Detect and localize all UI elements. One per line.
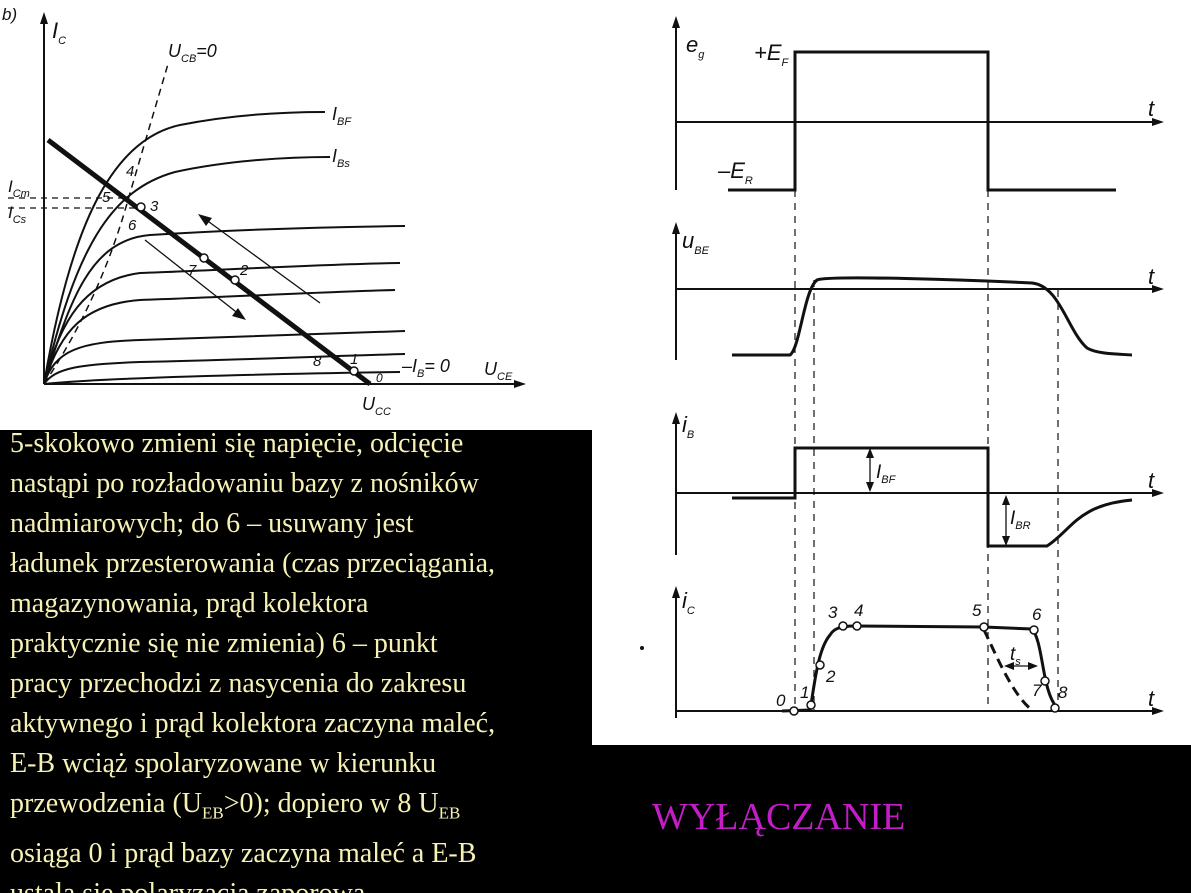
ic-point-5: 5 bbox=[972, 601, 982, 620]
eg-label: eg bbox=[686, 32, 705, 61]
curve-ibs bbox=[43, 156, 331, 385]
description-line: nadmiarowych; do 6 – usuwany jest bbox=[10, 508, 414, 539]
ic-point-2: 2 bbox=[825, 667, 836, 686]
ucc-label: UCC bbox=[362, 394, 391, 418]
ucb-zero-line bbox=[43, 63, 169, 385]
description-line-subscripts: przewodzenia (UEB>0); dopiero w 8 UEB bbox=[10, 788, 461, 823]
curve-3 bbox=[43, 225, 406, 385]
eg-waveform bbox=[728, 50, 1116, 192]
label-8: 8 bbox=[313, 353, 322, 370]
arrow-down bbox=[144, 239, 241, 316]
label-1: 1 bbox=[350, 351, 358, 368]
ib-zero-label: –IB= 0 bbox=[401, 356, 450, 380]
ic-point-0: 0 bbox=[776, 691, 786, 710]
t-label-eg: t bbox=[1148, 96, 1155, 121]
ic-point-8: 8 bbox=[1058, 683, 1068, 702]
description-line: E-B wciąż spolaryzowane w kierunku bbox=[10, 748, 437, 779]
curve-5 bbox=[43, 289, 396, 385]
ibf-label: IBF bbox=[332, 104, 352, 128]
ic-waveform bbox=[781, 624, 1060, 713]
point-3 bbox=[136, 202, 146, 212]
description-line: nastąpi po rozładowaniu bazy z nośników bbox=[10, 468, 479, 499]
description-line: magazynowania, prąd kolektora bbox=[10, 588, 369, 619]
slide-title: WYŁĄCZANIE bbox=[652, 796, 906, 838]
point-1 bbox=[349, 366, 359, 376]
ic-point-6: 6 bbox=[1032, 605, 1042, 624]
label-6: 6 bbox=[128, 217, 137, 234]
ic-point-4: 4 bbox=[854, 601, 863, 620]
ib-waveform bbox=[732, 446, 1133, 548]
panel-label: b) bbox=[2, 5, 17, 24]
label-zero: 0 bbox=[376, 371, 383, 385]
description-line: pracy przechodzi z nasycenia do zakresu bbox=[10, 668, 467, 699]
ube-label: uBE bbox=[682, 228, 710, 257]
ic-point-1: 1 bbox=[800, 683, 809, 702]
load-line bbox=[46, 138, 372, 386]
ib-label: iB bbox=[682, 412, 694, 441]
description-text: 5-skokowo zmieni się napięcie, odcięcie … bbox=[10, 424, 592, 893]
description-line: ładunek przesterowania (czas przeciągani… bbox=[10, 548, 496, 579]
ic-point-3: 3 bbox=[828, 603, 838, 622]
description-line: ustala się polaryzacja zaporowa bbox=[10, 874, 592, 893]
time-waveforms-svg: eg +EF –ER uBE iB IBF IBR iC ts t t t t … bbox=[640, 16, 1164, 718]
description-line: aktywnego i prąd kolektora zaczyna maleć… bbox=[10, 708, 496, 739]
t-label-ic: t bbox=[1148, 686, 1155, 711]
ics-label: ICs bbox=[8, 203, 27, 226]
label-2: 2 bbox=[239, 262, 249, 279]
ibf-amp-label: IBF bbox=[876, 462, 897, 486]
output-characteristics-diagram: b) IC UCB=0 IBF IBs ICm ICs 4 5 3 6 7 2 … bbox=[0, 0, 592, 430]
curve-ibf bbox=[43, 111, 326, 385]
description-line: osiąga 0 i prąd bazy zaczyna maleć a E-B bbox=[10, 837, 477, 869]
ibs-label: IBs bbox=[332, 146, 350, 170]
ucb-label: UCB=0 bbox=[168, 41, 217, 65]
point-7 bbox=[199, 253, 209, 263]
icm-label: ICm bbox=[8, 177, 30, 200]
description-line: praktycznie się nie zmienia) 6 – punkt bbox=[10, 628, 438, 659]
curve-ib-zero bbox=[43, 371, 401, 385]
er-label: –ER bbox=[717, 158, 753, 187]
ts-label: ts bbox=[1010, 644, 1021, 668]
arrow-up bbox=[204, 218, 321, 304]
curve-7 bbox=[43, 353, 406, 385]
t-label-ube: t bbox=[1148, 264, 1155, 289]
uce-label: UCE bbox=[484, 359, 513, 383]
curve-4 bbox=[43, 262, 401, 385]
output-characteristics-svg: b) IC UCB=0 IBF IBs ICm ICs 4 5 3 6 7 2 … bbox=[2, 5, 526, 418]
ic-ideal-dashed bbox=[982, 629, 1033, 712]
label-5: 5 bbox=[102, 189, 111, 206]
label-7: 7 bbox=[188, 262, 197, 279]
curve-6 bbox=[43, 330, 406, 385]
description-line: 5-skokowo zmieni się napięcie, odcięcie bbox=[10, 428, 464, 459]
label-4: 4 bbox=[126, 163, 134, 180]
ic-axis-label: IC bbox=[52, 18, 66, 47]
ic-label: iC bbox=[682, 588, 695, 617]
ef-label: +EF bbox=[754, 40, 790, 69]
time-waveforms-diagram: eg +EF –ER uBE iB IBF IBR iC ts t t t t … bbox=[592, 0, 1191, 745]
point-2 bbox=[230, 275, 240, 285]
label-3: 3 bbox=[150, 198, 159, 215]
t-label-ib: t bbox=[1148, 468, 1155, 493]
ibr-amp-label: IBR bbox=[1010, 508, 1031, 532]
ic-point-7: 7 bbox=[1032, 681, 1042, 700]
